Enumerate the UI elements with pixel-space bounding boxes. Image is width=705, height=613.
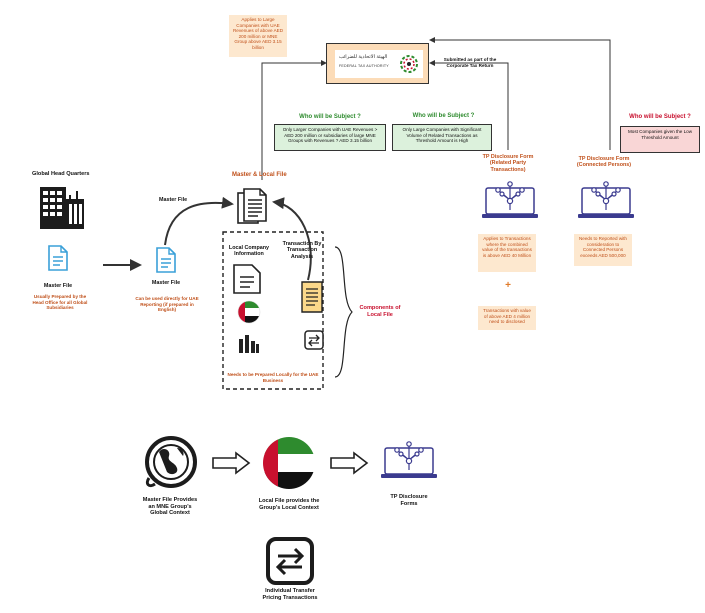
subject-title-2: Who will be Subject ? [412,113,475,119]
tp-connected-note: Needs to Reported with consideration to … [574,234,632,266]
plus-sign: + [505,280,511,291]
prepared-locally-note: Needs to be Prepared Locally for the UAE… [227,372,319,383]
tbt-doc-icon [301,281,323,313]
subject-title-3: Who will be Subject ? [629,114,691,120]
arrow-components-to-doc [272,197,312,281]
bar-chart-icon [239,335,259,353]
uae-flag-large-icon [263,437,315,489]
local-info-doc-icon [233,264,261,294]
arrow-icon-2 [330,451,369,475]
arrow-icon-1 [212,451,251,475]
components-dashed-box [222,231,324,390]
tp-related-title: TP Disclosure Form (Related Party Transa… [482,154,534,173]
line-tp-connected-to-fta [429,37,611,150]
document-stack-icon [237,188,267,224]
tp-related-note: Applies to Transactions where the combin… [478,234,536,272]
fta-logo-arabic: الهيئة الاتحادية للضرائب [339,54,388,60]
master-file-label-2: Master File [151,280,181,286]
fta-box: الهيئة الاتحادية للضرائب FEDERAL TAX AUT… [326,43,429,84]
tp-related-form-icon [482,181,538,218]
uae-flag-icon [237,300,261,324]
local-caption: Local File provides the Group's Local Co… [258,498,320,511]
globe-icon [145,436,197,488]
transfer-caption: Individual Transfer Pricing Transactions [262,588,318,601]
transfer-arrows-icon [304,330,324,350]
master-file-doc-icon-2 [156,247,176,273]
master-file-top-label: Master File [159,197,188,203]
fta-top-note: Applies to Large Companies with UAE Reve… [229,15,287,57]
fta-emblem-icon [400,55,418,73]
master-file-label: Master File [43,283,73,289]
subject-box-1: Only Larger Companies with UAE Revenues … [274,124,386,151]
line-tp-related-to-fta [429,60,509,150]
master-file-note-2: Can be used directly for UAE Reporting (… [135,296,199,313]
submitted-note: Submitted as part of the Corporate Tax R… [443,57,497,68]
building-icon [40,187,84,229]
master-local-label: Master & Local File [232,172,287,178]
master-file-note: Usually Prepared by the Head Office for … [32,294,88,311]
subject-box-3: Most Companies given the Low Threshold A… [620,126,700,153]
tbt-analysis-label: Transaction By Transaction Analysis [282,241,322,260]
arrow-master-to-doc [164,196,234,246]
components-brace [334,246,353,378]
tp-related-note-2: Transactions with value of above AED 4 m… [478,306,536,330]
subject-box-2: Only Large Companies with Significant Vo… [392,124,492,151]
tp-connected-title: TP Disclosure Form (Connected Persons) [576,156,632,169]
hq-label: Global Head Quarters [32,171,90,177]
transfer-icon-large [266,537,314,585]
subject-title-1: Who will be Subject ? [299,114,361,120]
master-caption: Master File Provides an MNE Group's Glob… [142,497,198,517]
tp-caption: TP Disclosure Forms [390,494,428,507]
tp-forms-bottom-icon [381,441,437,478]
master-file-doc-icon [48,245,68,271]
line-local-to-fta [261,60,327,180]
components-label: Components of Local File [359,305,401,318]
local-company-info-label: Local Company Information [228,245,270,258]
fta-logo-english: FEDERAL TAX AUTHORITY [339,64,389,68]
fta-logo: الهيئة الاتحادية للضرائب FEDERAL TAX AUT… [335,50,423,78]
tp-connected-form-icon [578,181,634,218]
